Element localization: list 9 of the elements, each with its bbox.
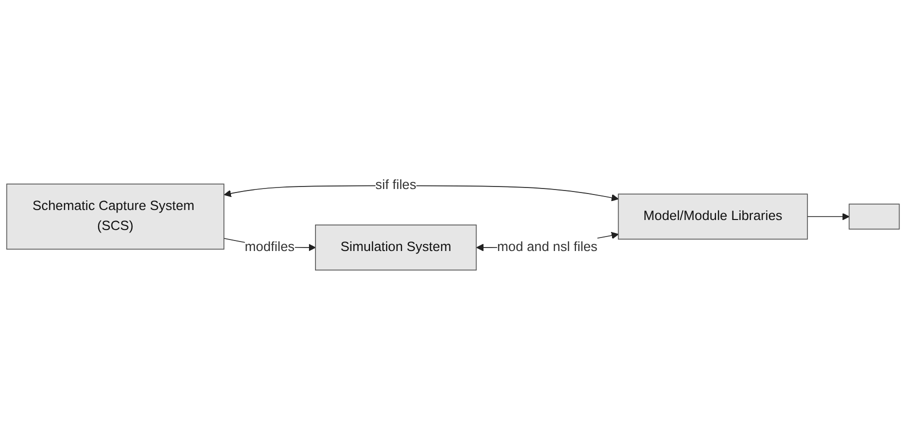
arrow xyxy=(806,212,850,220)
arrow xyxy=(224,184,619,201)
node-box: Model/Module Libraries xyxy=(618,193,808,240)
edge-label: modfiles xyxy=(244,240,295,254)
node-box: Simulation System xyxy=(315,224,477,270)
edge-label: mod and nsl files xyxy=(497,240,598,254)
node-box xyxy=(848,203,900,230)
node-box: Schematic Capture System (SCS) xyxy=(6,183,224,250)
edge-label: sif files xyxy=(375,178,416,192)
